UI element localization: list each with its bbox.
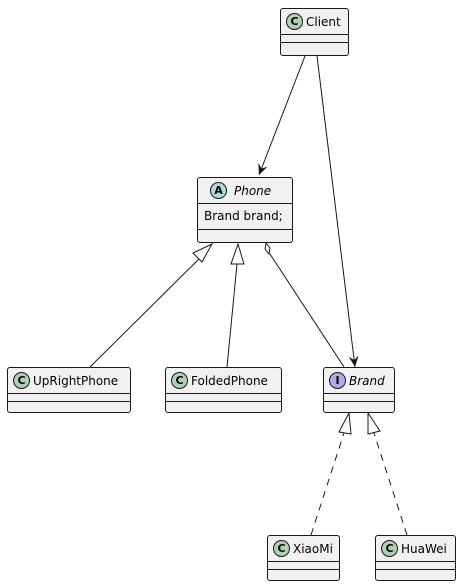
class-attributes-compartment [8, 394, 130, 402]
class-methods-compartment [268, 570, 339, 578]
class-name: Client [306, 14, 341, 29]
class-uprightphone[interactable]: C UpRightPhone [7, 367, 131, 413]
class-foldedphone[interactable]: C FoldedPhone [165, 367, 282, 413]
class-name: XiaoMi [293, 541, 333, 556]
foldedphone-to-phone-line [226, 263, 238, 368]
client-to-phone-association [258, 55, 306, 176]
class-header: A Phone [198, 178, 292, 204]
class-attributes-compartment [281, 35, 348, 43]
generalization-triangle-icon [230, 242, 245, 265]
class-methods-compartment [376, 570, 455, 578]
class-field: Brand brand; [198, 204, 292, 230]
class-name: HuaWei [401, 541, 447, 556]
class-attributes-compartment [376, 562, 455, 570]
class-name: FoldedPhone [191, 373, 268, 388]
class-methods-compartment [198, 230, 292, 238]
class-badge-icon: C [13, 372, 30, 389]
class-methods-compartment [324, 402, 394, 410]
realization-triangle-icon [367, 411, 381, 435]
uprightphone-to-phone-line [89, 255, 203, 368]
class-badge-icon: C [381, 540, 398, 557]
client-to-brand-association [316, 55, 359, 368]
class-header: I Brand [324, 368, 394, 394]
abstract-badge-icon: A [210, 182, 227, 199]
generalization-triangle-icon [192, 242, 214, 263]
class-attributes-compartment [324, 394, 394, 402]
class-header: C Client [281, 9, 348, 35]
class-name: Phone [234, 183, 272, 198]
class-badge-icon: C [171, 372, 188, 389]
phone-brand-aggregation-line [269, 253, 345, 368]
xiaomi-to-brand-line [310, 432, 345, 536]
class-huawei[interactable]: C HuaWei [375, 535, 456, 581]
class-methods-compartment [8, 402, 130, 410]
class-header: C FoldedPhone [166, 368, 281, 394]
class-name: Brand [349, 373, 385, 388]
class-header: C XiaoMi [268, 536, 339, 562]
class-attributes-compartment [268, 562, 339, 570]
class-name: UpRightPhone [33, 373, 119, 388]
class-methods-compartment [281, 43, 348, 51]
interface-brand[interactable]: I Brand [323, 367, 395, 413]
class-badge-icon: C [286, 13, 303, 30]
class-attributes-compartment [166, 394, 281, 402]
class-methods-compartment [166, 402, 281, 410]
class-header: C HuaWei [376, 536, 455, 562]
class-client[interactable]: C Client [280, 8, 349, 56]
class-header: C UpRightPhone [8, 368, 130, 394]
class-phone[interactable]: A Phone Brand brand; [197, 177, 293, 243]
interface-badge-icon: I [329, 372, 346, 389]
class-xiaomi[interactable]: C XiaoMi [267, 535, 340, 581]
aggregation-diamond-icon [264, 241, 271, 256]
class-badge-icon: C [273, 540, 290, 557]
realization-triangle-icon [338, 411, 352, 435]
huawei-to-brand-line [373, 432, 408, 536]
